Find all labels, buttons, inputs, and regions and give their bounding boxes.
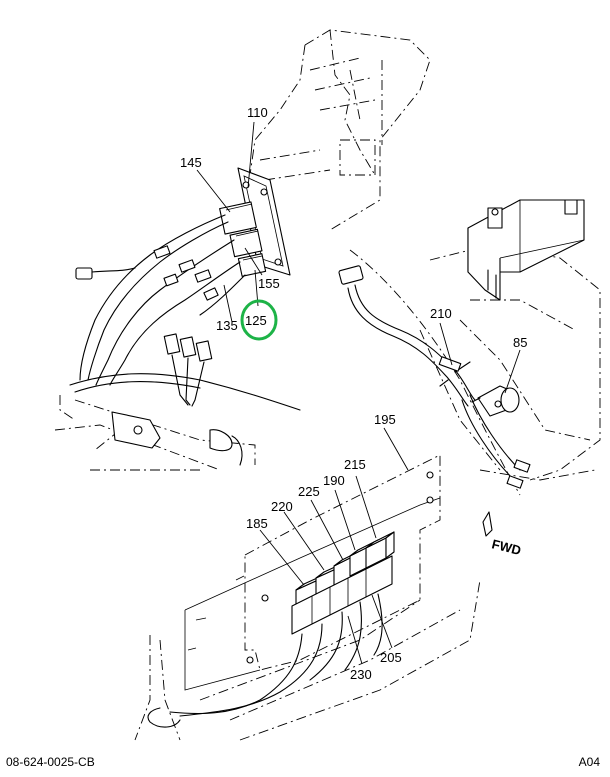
callout-145: 145 (180, 155, 202, 170)
callout-215: 215 (344, 457, 366, 472)
body-panel-upper (249, 29, 431, 231)
fwd-direction-marker: FWD (482, 511, 523, 558)
sensor-85 (471, 385, 520, 417)
callout-205: 205 (380, 650, 402, 665)
drawing-number: 08-624-0025-CB (6, 755, 95, 769)
relay-panel-195 (134, 454, 481, 741)
connector-cluster-left (69, 333, 301, 411)
leader-lines (196, 121, 521, 665)
callout-190: 190 (323, 473, 345, 488)
relay-215 (365, 531, 395, 569)
callout-85: 85 (513, 335, 527, 350)
switch-harness (75, 214, 246, 386)
relay-bank (147, 531, 395, 728)
callout-125: 125 (245, 313, 267, 328)
callout-155: 155 (258, 276, 280, 291)
door-pillar-right (349, 199, 601, 496)
callout-110: 110 (247, 105, 268, 120)
harness-210 (338, 265, 531, 489)
callout-185: 185 (246, 516, 268, 531)
callout-210: 210 (430, 306, 452, 321)
highlight-ring-125 (240, 299, 278, 341)
callout-135: 135 (216, 318, 238, 333)
callout-195: 195 (374, 412, 396, 427)
callout-225: 225 (298, 484, 320, 499)
switch-panel-bracket (219, 167, 291, 277)
fwd-label: FWD (490, 536, 522, 558)
callouts: 110 145 155 125 135 210 85 195 215 190 2… (180, 105, 527, 682)
callout-230: 230 (350, 667, 372, 682)
callout-220: 220 (271, 499, 293, 514)
sheet-code: A04 (578, 755, 600, 769)
floor-structure-left (54, 395, 256, 471)
